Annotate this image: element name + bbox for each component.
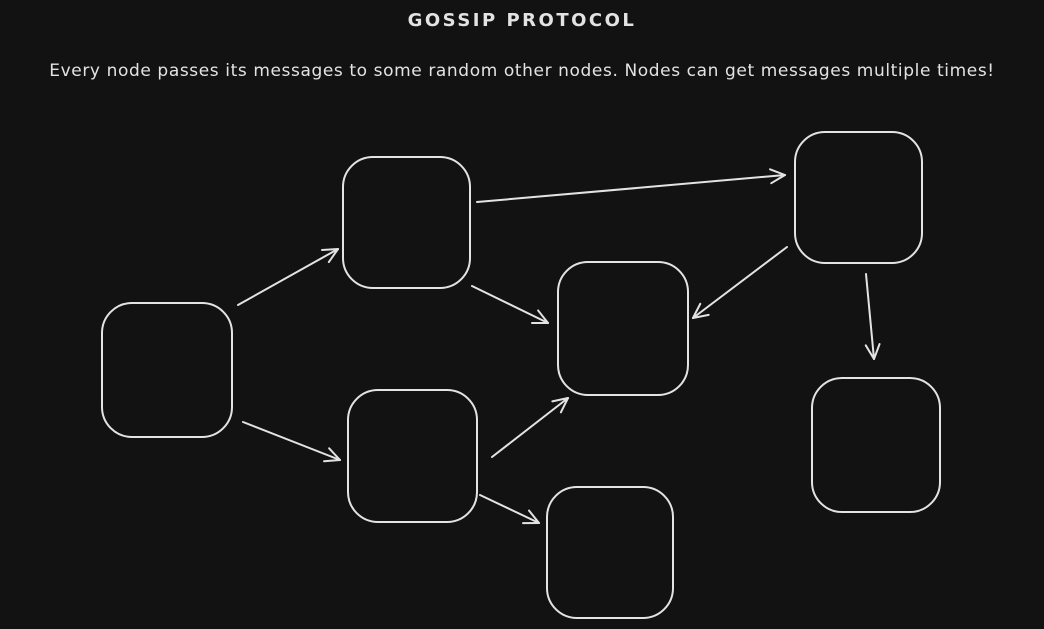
arrow-line: [770, 174, 786, 185]
diagram-node-left[interactable]: [101, 302, 233, 438]
arrow-bottom-mid-left-to-bottom-middle[interactable]: [479, 494, 540, 525]
arrow-top-middle-to-top-right[interactable]: [476, 168, 786, 203]
arrow-line: [559, 397, 569, 414]
arrow-line: [491, 397, 569, 458]
arrow-bottom-mid-left-to-center[interactable]: [491, 397, 569, 458]
arrow-line: [537, 309, 549, 324]
arrow-line: [471, 285, 549, 324]
arrow-line: [476, 174, 786, 203]
arrow-line: [242, 421, 341, 461]
arrow-top-right-to-center[interactable]: [692, 246, 788, 319]
arrow-left-to-bottom-mid-left[interactable]: [242, 421, 341, 463]
arrow-line: [327, 248, 339, 264]
arrow-line: [769, 168, 786, 176]
arrow-line: [527, 509, 540, 524]
diagram-node-top-right[interactable]: [794, 131, 923, 264]
arrow-line: [865, 273, 875, 360]
diagram-title: GOSSIP PROTOCOL: [407, 10, 637, 31]
diagram-node-center[interactable]: [557, 261, 689, 396]
arrow-line: [873, 343, 881, 360]
arrow-line: [692, 302, 702, 319]
arrow-line: [551, 397, 569, 403]
diagram-node-bottom-middle[interactable]: [546, 486, 674, 619]
arrow-line: [692, 246, 788, 319]
arrow-line: [479, 494, 540, 524]
arrow-line: [328, 447, 341, 461]
diagram-subtitle: Every node passes its messages to some r…: [49, 61, 995, 81]
diagram-node-bottom-mid-left[interactable]: [347, 389, 478, 523]
arrow-line: [321, 248, 339, 251]
arrow-top-middle-to-center[interactable]: [471, 285, 549, 324]
arrow-top-right-to-bottom-right[interactable]: [864, 273, 881, 360]
arrow-line: [692, 313, 710, 319]
arrow-left-to-top-middle[interactable]: [237, 248, 339, 306]
arrow-line: [237, 248, 339, 306]
arrow-line: [323, 459, 341, 463]
arrow-line: [864, 344, 875, 360]
diagram-node-bottom-right[interactable]: [811, 377, 941, 513]
diagram-node-top-middle[interactable]: [342, 156, 471, 289]
